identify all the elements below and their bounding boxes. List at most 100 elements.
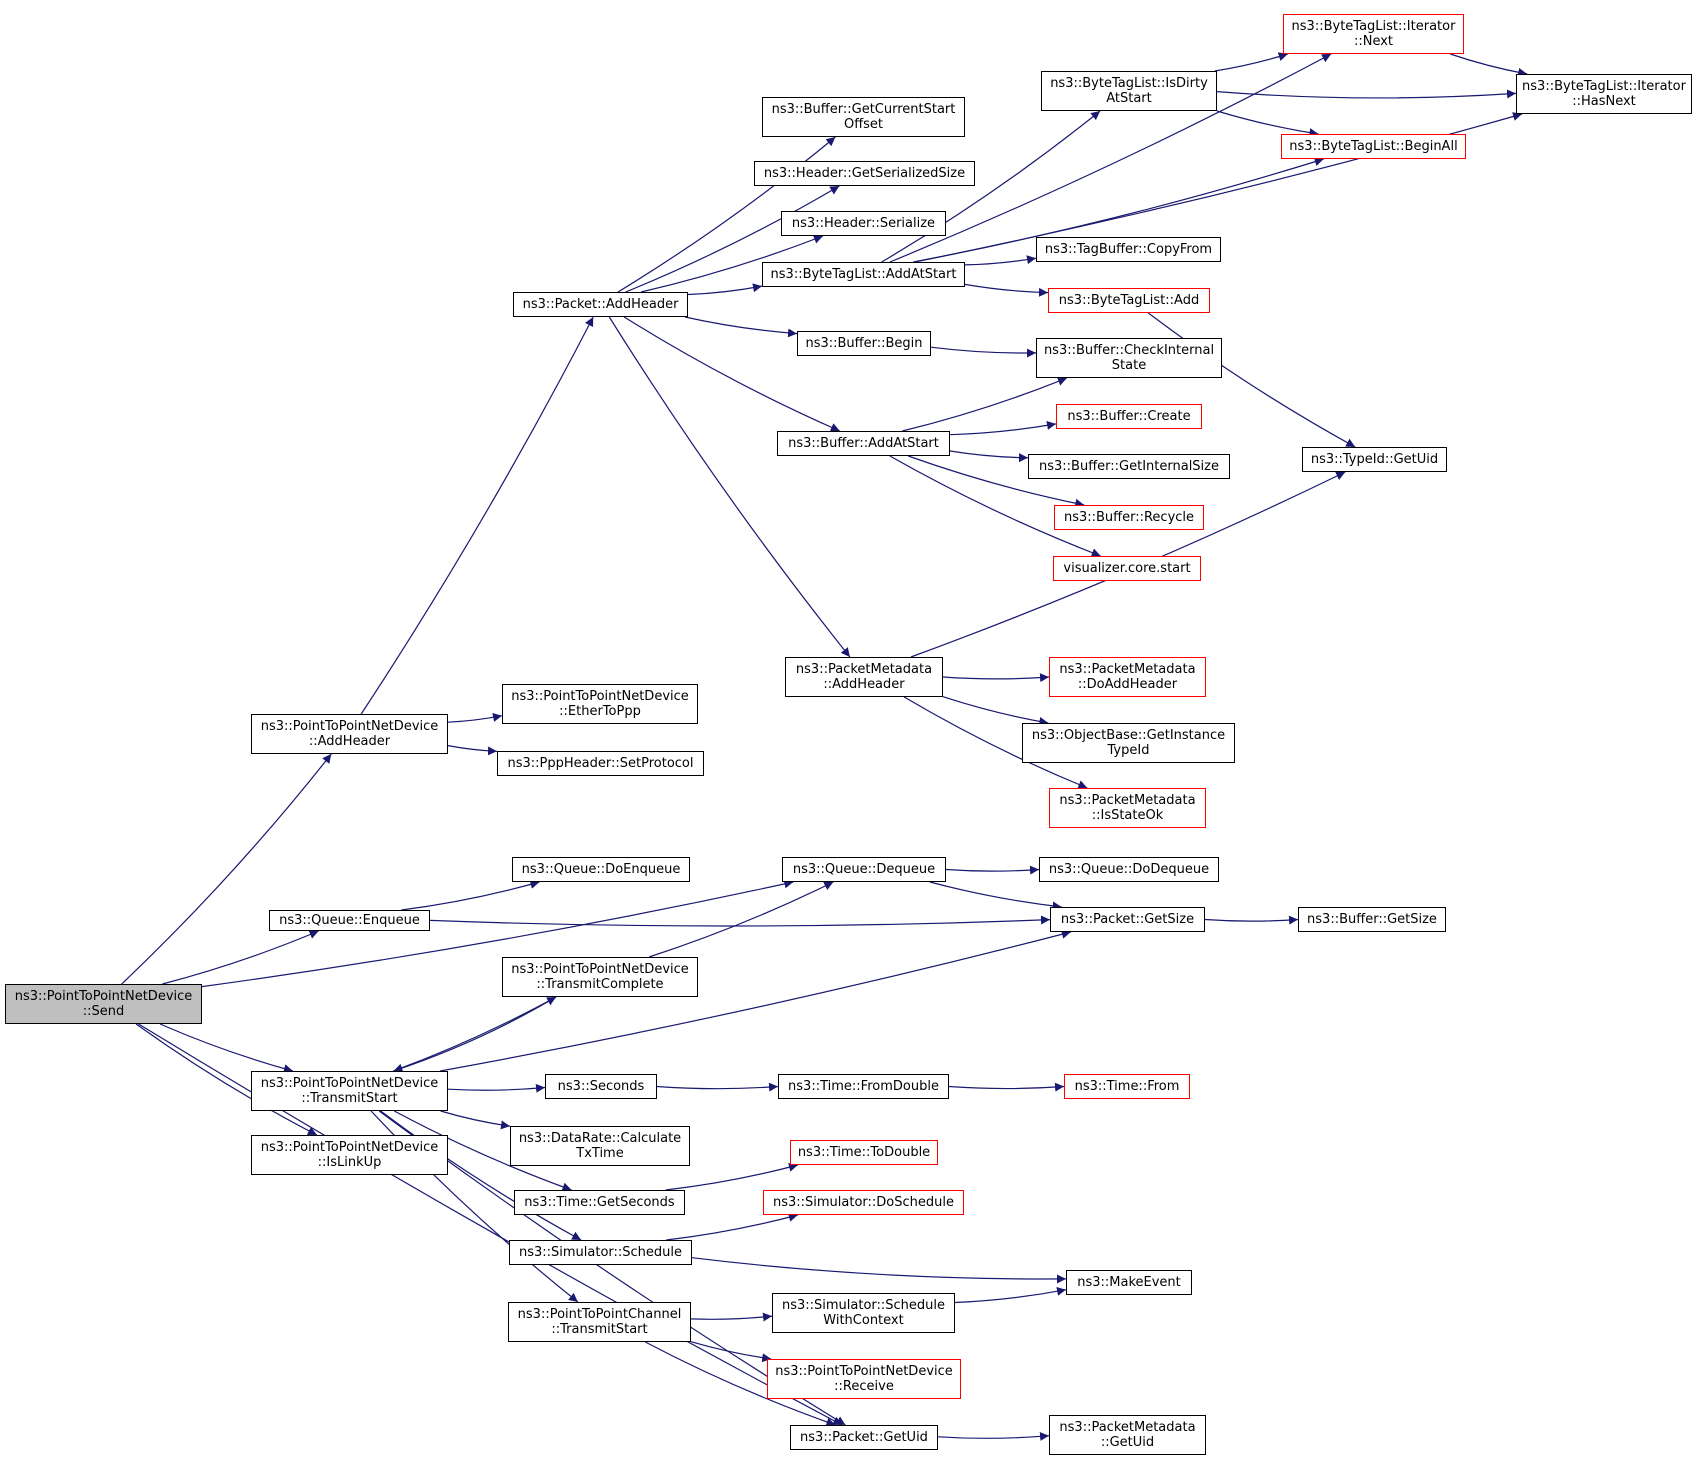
node-pm-addheader[interactable]: ns3::PacketMetadata::AddHeader: [785, 657, 943, 697]
node-btl-iter-hasnext[interactable]: ns3::ByteTagList::Iterator::HasNext: [1516, 74, 1692, 114]
node-tagbuffer-copyfrom[interactable]: ns3::TagBuffer::CopyFrom: [1036, 237, 1221, 262]
edge-getseconds-to-time-todouble: [665, 1162, 799, 1191]
node-pm-getuid[interactable]: ns3::PacketMetadata::GetUid: [1049, 1415, 1206, 1455]
edge-packet-getuid-to-pm-getuid: [937, 1431, 1050, 1441]
node-buffer-getsize[interactable]: ns3::Buffer::GetSize: [1298, 907, 1446, 932]
node-label-line: ::TransmitStart: [551, 1322, 648, 1337]
node-label-line: ::Send: [82, 1004, 125, 1019]
edge-send-to-transmitstart: [159, 1023, 294, 1073]
node-btl-add[interactable]: ns3::ByteTagList::Add: [1048, 288, 1210, 313]
node-label-line: TypeId: [1107, 743, 1150, 758]
edge-packet-addheader-to-buffer-addatstart: [623, 316, 841, 432]
node-btl-beginall[interactable]: ns3::ByteTagList::BeginAll: [1281, 134, 1466, 159]
node-label-line: ns3::TagBuffer::CopyFrom: [1044, 242, 1213, 257]
edge-time-fromdouble-to-time-from: [948, 1082, 1065, 1092]
node-label-line: ns3::PointToPointNetDevice: [14, 989, 193, 1004]
node-label-line: ns3::Queue::Dequeue: [792, 862, 936, 877]
node-makeevent[interactable]: ns3::MakeEvent: [1066, 1270, 1192, 1295]
node-ethertoppp[interactable]: ns3::PointToPointNetDevice::EtherToPpp: [502, 684, 698, 724]
node-label-line: ns3::PppHeader::SetProtocol: [507, 756, 694, 771]
node-queue-enqueue[interactable]: ns3::Queue::Enqueue: [269, 910, 430, 931]
node-label-line: ns3::PointToPointNetDevice: [775, 1364, 953, 1379]
edge-dequeue-to-dodequeue: [945, 865, 1040, 875]
node-transmitstart[interactable]: ns3::PointToPointNetDevice::TransmitStar…: [251, 1071, 448, 1111]
node-label-line: ns3::PointToPointNetDevice: [260, 719, 439, 734]
node-ptp-receive[interactable]: ns3::PointToPointNetDevice::Receive: [767, 1359, 961, 1399]
edge-btl-isdirty-to-btl-iter-hasnext: [1216, 89, 1517, 99]
edge-send-to-dequeue: [201, 879, 794, 988]
node-label-line: AtStart: [1106, 91, 1152, 106]
edge-queue-enqueue-to-packet-getsize: [429, 915, 1051, 927]
node-doschedule[interactable]: ns3::Simulator::DoSchedule: [763, 1190, 964, 1215]
node-typeid-getuid[interactable]: ns3::TypeId::GetUid: [1302, 447, 1447, 472]
node-label-line: WithContext: [823, 1313, 904, 1328]
edge-transmitstart-to-transmitcomplete: [393, 996, 557, 1072]
node-buffer-addatstart[interactable]: ns3::Buffer::AddAtStart: [777, 431, 950, 456]
node-label-line: ::TransmitStart: [301, 1091, 398, 1106]
edge-ptp-addheader-to-setprotocol: [447, 745, 498, 756]
edge-btl-iter-next-to-btl-iter-hasnext: [1450, 53, 1528, 77]
node-btl-addatstart[interactable]: ns3::ByteTagList::AddAtStart: [762, 262, 965, 287]
node-label-line: ns3::PointToPointNetDevice: [260, 1140, 439, 1155]
edge-packet-addheader-to-header-serialize: [640, 235, 824, 293]
edge-transmitcomplete-to-dequeue: [648, 881, 834, 958]
node-label-line: ns3::ByteTagList::Iterator: [1522, 79, 1686, 94]
edge-transmitcomplete-to-transmitstart: [393, 996, 557, 1073]
node-packet-getuid[interactable]: ns3::Packet::GetUid: [790, 1425, 938, 1450]
node-seconds[interactable]: ns3::Seconds: [545, 1074, 657, 1099]
node-packet-addheader[interactable]: ns3::Packet::AddHeader: [513, 292, 688, 317]
edge-packet-addheader-to-buffer-begin: [684, 316, 798, 338]
edge-buffer-addatstart-to-checkinternal: [902, 377, 1068, 432]
node-pm-isstateok[interactable]: ns3::PacketMetadata::IsStateOk: [1049, 788, 1206, 828]
node-buffer-create[interactable]: ns3::Buffer::Create: [1056, 404, 1202, 429]
node-buffer-begin[interactable]: ns3::Buffer::Begin: [797, 331, 931, 356]
node-getseconds[interactable]: ns3::Time::GetSeconds: [514, 1190, 685, 1215]
node-label-line: ::IsLinkUp: [317, 1155, 382, 1170]
node-dodequeue[interactable]: ns3::Queue::DoDequeue: [1039, 857, 1219, 882]
node-label-line: ns3::PointToPointNetDevice: [511, 689, 689, 704]
node-label-line: ns3::Time::GetSeconds: [524, 1195, 675, 1210]
node-label-line: ns3::ByteTagList::Add: [1058, 293, 1200, 308]
node-ptp-addheader[interactable]: ns3::PointToPointNetDevice::AddHeader: [251, 714, 448, 754]
edge-transmitstart-to-seconds: [447, 1083, 546, 1093]
node-label-line: ns3::Packet::GetSize: [1060, 912, 1195, 927]
edge-buffer-addatstart-to-visualizer: [889, 455, 1101, 557]
node-label-line: ns3::Header::GetSerializedSize: [763, 166, 966, 181]
edge-packet-addheader-to-getcurrentstart: [617, 136, 836, 293]
node-dequeue[interactable]: ns3::Queue::Dequeue: [782, 857, 946, 882]
node-send[interactable]: ns3::PointToPointNetDevice::Send: [5, 984, 202, 1024]
node-getserializedsize[interactable]: ns3::Header::GetSerializedSize: [754, 161, 975, 186]
node-buffer-recycle[interactable]: ns3::Buffer::Recycle: [1054, 505, 1204, 530]
node-label-line: ::Next: [1353, 34, 1394, 49]
node-setprotocol[interactable]: ns3::PppHeader::SetProtocol: [497, 751, 704, 776]
node-label-line: ::HasNext: [1572, 94, 1636, 109]
node-header-serialize[interactable]: ns3::Header::Serialize: [781, 211, 946, 236]
edge-transmitstart-to-calctxtime: [440, 1110, 511, 1130]
edge-chan-transmitstart-to-ptp-receive: [690, 1341, 772, 1363]
node-pm-doaddheader[interactable]: ns3::PacketMetadata::DoAddHeader: [1049, 657, 1206, 697]
edge-pm-addheader-to-pm-isstateok: [903, 696, 1088, 789]
node-time-fromdouble[interactable]: ns3::Time::FromDouble: [778, 1074, 949, 1099]
node-chan-transmitstart[interactable]: ns3::PointToPointChannel::TransmitStart: [508, 1302, 691, 1342]
node-label-line: ::Receive: [834, 1379, 894, 1394]
node-transmitcomplete[interactable]: ns3::PointToPointNetDevice::TransmitComp…: [502, 957, 698, 997]
node-label-line: ::EtherToPpp: [559, 704, 641, 719]
node-time-from[interactable]: ns3::Time::From: [1064, 1074, 1190, 1099]
node-getinternalsize[interactable]: ns3::Buffer::GetInternalSize: [1028, 454, 1230, 479]
node-label-line: ::AddHeader: [308, 734, 391, 749]
node-time-todouble[interactable]: ns3::Time::ToDouble: [790, 1140, 938, 1165]
node-doenqueue[interactable]: ns3::Queue::DoEnqueue: [512, 857, 690, 882]
node-sim-schedule[interactable]: ns3::Simulator::Schedule: [509, 1240, 692, 1265]
node-packet-getsize[interactable]: ns3::Packet::GetSize: [1050, 907, 1205, 932]
node-visualizer[interactable]: visualizer.core.start: [1053, 556, 1201, 581]
node-islinkup[interactable]: ns3::PointToPointNetDevice::IsLinkUp: [251, 1135, 448, 1175]
node-label-line: ns3::PointToPointNetDevice: [511, 962, 689, 977]
node-btl-iter-next[interactable]: ns3::ByteTagList::Iterator::Next: [1283, 14, 1464, 54]
node-label-line: ns3::Buffer::Begin: [805, 336, 923, 351]
